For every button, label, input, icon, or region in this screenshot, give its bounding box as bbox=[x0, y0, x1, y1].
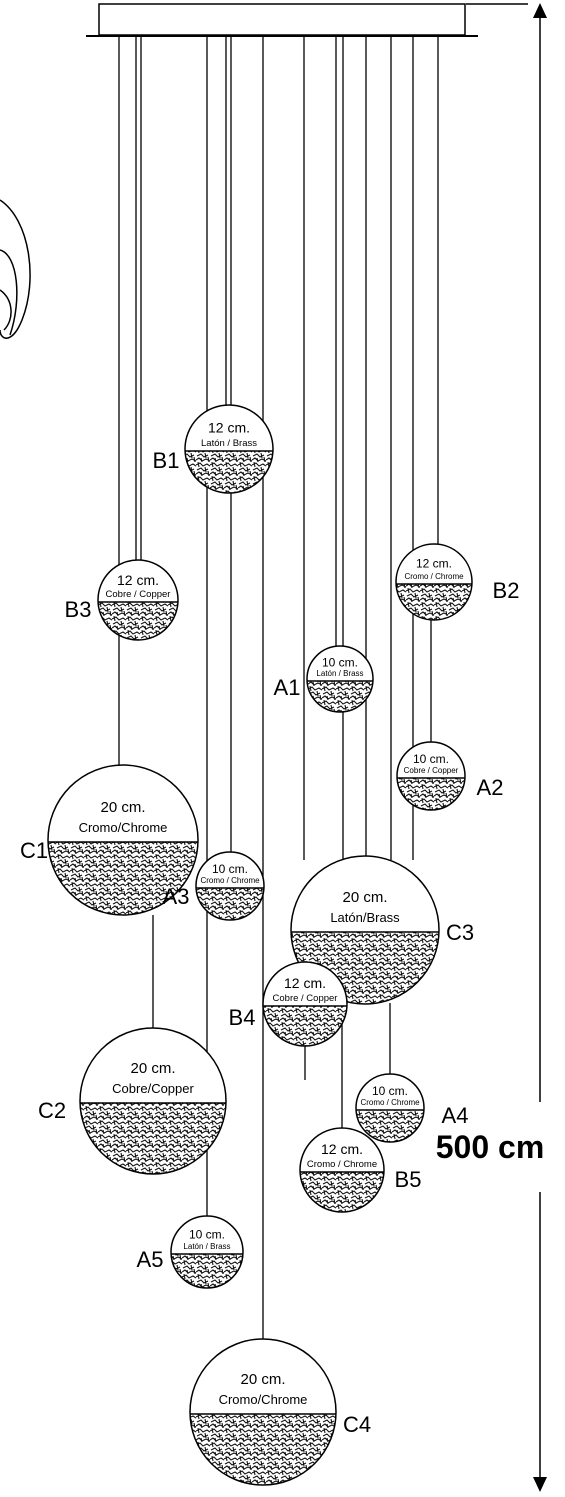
pendant-finish: Cobre/Copper bbox=[112, 1081, 194, 1096]
pendant-id-label: A5 bbox=[137, 1247, 164, 1272]
pendant-size: 10 cm. bbox=[413, 752, 449, 766]
pendant-finish: Cobre / Copper bbox=[273, 993, 338, 1004]
sphere-outline bbox=[170, 1215, 244, 1289]
total-height-label: 500 cm bbox=[436, 1129, 545, 1165]
sphere-texture bbox=[171, 1254, 243, 1288]
pendant-finish: Latón/Brass bbox=[330, 910, 400, 925]
pendant-id-label: C3 bbox=[446, 920, 474, 945]
sphere-outline bbox=[396, 741, 466, 811]
sphere-outline bbox=[299, 1127, 385, 1213]
pendant-size: 20 cm. bbox=[342, 889, 387, 906]
pendant-size: 20 cm. bbox=[100, 799, 145, 816]
pendant-finish: Latón / Brass bbox=[183, 1242, 230, 1251]
sphere-texture bbox=[263, 1006, 347, 1046]
sphere-outline bbox=[97, 559, 179, 641]
sphere-outline bbox=[355, 1073, 425, 1143]
sphere-texture bbox=[300, 1172, 384, 1212]
pendant-size: 12 cm. bbox=[117, 572, 159, 588]
sphere-texture bbox=[80, 1103, 226, 1174]
pendant-size: 12 cm. bbox=[208, 419, 250, 435]
pendant-finish: Cromo/Chrome bbox=[79, 820, 168, 835]
sphere-texture bbox=[397, 778, 465, 810]
sphere-outline bbox=[184, 404, 274, 494]
pendant-size: 12 cm. bbox=[321, 1141, 363, 1157]
pendant-id-label: B1 bbox=[153, 448, 180, 473]
pendant-finish: Cromo / Chrome bbox=[404, 572, 464, 581]
pendant-id-label: A4 bbox=[442, 1103, 469, 1128]
sphere-outline bbox=[262, 961, 348, 1047]
sphere-outline bbox=[306, 645, 374, 713]
pendant-id-label: C2 bbox=[38, 1098, 66, 1123]
pendant-id-label: C1 bbox=[20, 838, 48, 863]
sphere-texture bbox=[185, 451, 273, 493]
pendant-id-label: B5 bbox=[395, 1167, 422, 1192]
sphere-outline bbox=[395, 543, 473, 621]
pendant-id-label: A1 bbox=[274, 675, 301, 700]
sphere-outline bbox=[189, 1338, 337, 1486]
pendant-size: 20 cm. bbox=[240, 1371, 285, 1388]
dimension-arrow bbox=[466, 3, 541, 1482]
sphere-outline bbox=[195, 851, 265, 921]
sphere-texture bbox=[190, 1414, 336, 1485]
pendant-finish: Cromo / Chrome bbox=[360, 1098, 420, 1107]
ceiling-canopy bbox=[98, 3, 466, 36]
pendant-finish: Cromo / Chrome bbox=[200, 876, 260, 885]
pendant-id-label: A2 bbox=[477, 775, 504, 800]
pendant-finish: Cobre / Copper bbox=[106, 589, 171, 600]
pendant-id-label: A3 bbox=[163, 884, 190, 909]
pendant-size: 10 cm. bbox=[212, 862, 248, 876]
pendant-finish: Latón / Brass bbox=[316, 669, 363, 678]
pendant-finish: Cromo / Chrome bbox=[307, 1159, 377, 1170]
sphere-texture bbox=[98, 602, 178, 640]
pendant-size: 20 cm. bbox=[130, 1060, 175, 1077]
sphere-outline bbox=[79, 1027, 227, 1175]
pendant-id-label: B2 bbox=[493, 578, 520, 603]
pendant-id-label: B4 bbox=[229, 1005, 256, 1030]
pendant-size: 10 cm. bbox=[372, 1084, 408, 1098]
pendant-size: 10 cm. bbox=[322, 655, 358, 669]
sphere-texture bbox=[307, 681, 373, 712]
pendant-id-label: C4 bbox=[343, 1412, 371, 1437]
pendant-size: 12 cm. bbox=[416, 557, 452, 571]
pendant-size: 10 cm. bbox=[189, 1227, 225, 1241]
pendant-finish: Cromo/Chrome bbox=[219, 1392, 308, 1407]
pendant-size: 12 cm. bbox=[284, 975, 326, 991]
sphere-outline bbox=[47, 764, 199, 916]
arrow-head-top bbox=[533, 3, 547, 18]
suspension-cables bbox=[118, 36, 439, 1340]
sphere-outline bbox=[290, 855, 440, 1005]
pendant-id-label: B3 bbox=[65, 597, 92, 622]
sphere-texture bbox=[196, 888, 264, 920]
pendant-finish: Cobre / Copper bbox=[404, 766, 459, 775]
sphere-texture bbox=[396, 584, 472, 620]
coiled-cable bbox=[0, 199, 31, 339]
arrow-head-bottom bbox=[533, 1477, 547, 1492]
pendant-finish: Latón / Brass bbox=[201, 438, 257, 449]
